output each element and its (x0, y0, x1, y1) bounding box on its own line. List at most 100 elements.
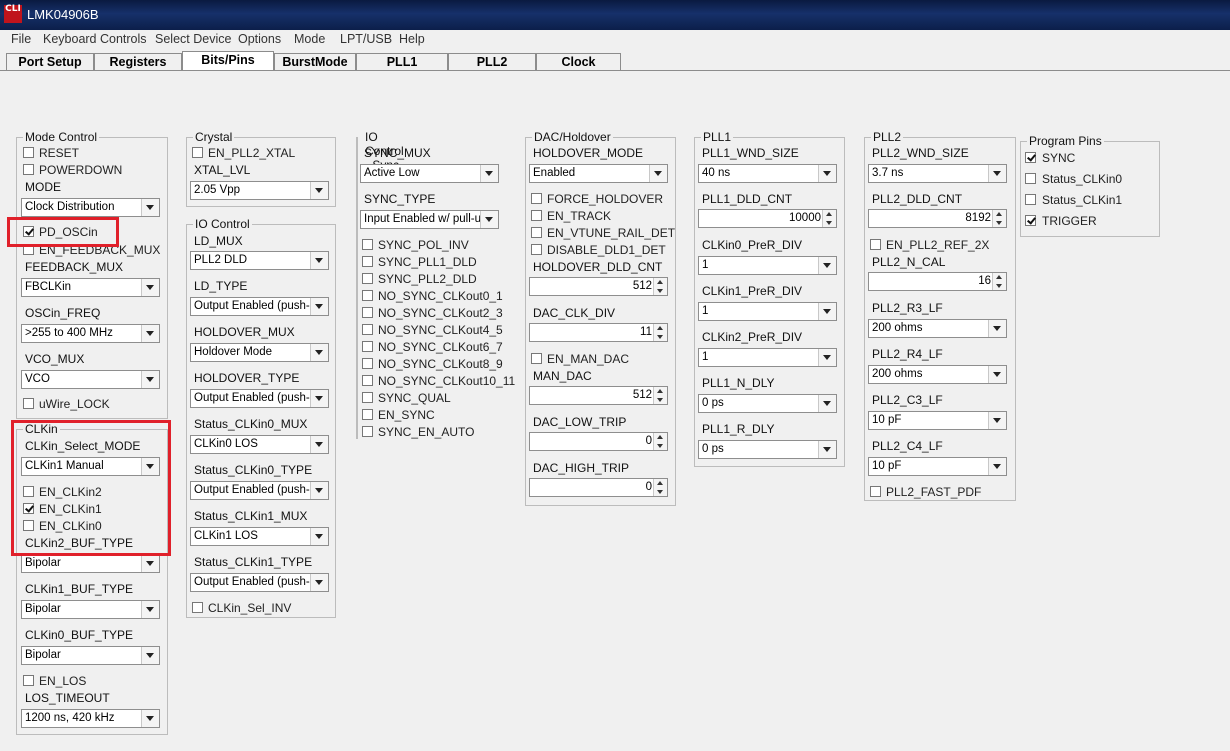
tab-clock-outputs[interactable]: Clock Outputs (536, 53, 621, 85)
clkin2-buf-type-select[interactable]: Bipolar (21, 554, 160, 573)
en-man-dac-checkbox[interactable] (531, 353, 542, 364)
spin-up-icon[interactable] (657, 481, 663, 485)
menu-help[interactable]: Help (399, 32, 425, 46)
chevron-down-icon[interactable] (141, 371, 159, 388)
chevron-down-icon[interactable] (141, 710, 159, 727)
clkin0-prer-div-select[interactable]: 1 (698, 256, 837, 275)
en-clkin0-checkbox[interactable] (23, 520, 34, 531)
chevron-down-icon[interactable] (310, 528, 328, 545)
spin-up-icon[interactable] (657, 326, 663, 330)
spin-down-icon[interactable] (826, 221, 832, 225)
menu-select-device[interactable]: Select Device (155, 32, 232, 46)
chevron-down-icon[interactable] (310, 252, 328, 269)
chevron-down-icon[interactable] (310, 482, 328, 499)
ld-type-select[interactable]: Output Enabled (push-pu (190, 297, 329, 316)
holdover-dld-cnt-spinner[interactable]: 512 (529, 277, 668, 296)
clkin1-buf-type-select[interactable]: Bipolar (21, 600, 160, 619)
clkin2-prer-div-select[interactable]: 1 (698, 348, 837, 367)
pll2-r3-lf-select[interactable]: 200 ohms (868, 319, 1007, 338)
no-sync-clkout4-5-checkbox[interactable] (362, 324, 373, 335)
feedback-mux-select[interactable]: FBCLKin (21, 278, 160, 297)
en-vtune-rail-det-checkbox[interactable] (531, 227, 542, 238)
holdover-mode-select[interactable]: Enabled (529, 164, 668, 183)
en-clkin2-checkbox[interactable] (23, 486, 34, 497)
chevron-down-icon[interactable] (141, 279, 159, 296)
spin-up-icon[interactable] (657, 389, 663, 393)
clkin-select-mode-select[interactable]: CLKin1 Manual (21, 457, 160, 476)
pll2-r4-lf-select[interactable]: 200 ohms (868, 365, 1007, 384)
spin-down-icon[interactable] (657, 289, 663, 293)
status-clkin1-pin-checkbox[interactable] (1025, 194, 1036, 205)
tab-port-setup[interactable]: Port Setup (6, 53, 94, 70)
chevron-down-icon[interactable] (818, 257, 836, 274)
en-track-checkbox[interactable] (531, 210, 542, 221)
chevron-down-icon[interactable] (310, 436, 328, 453)
pll2-n-cal-spinner[interactable]: 16 (868, 272, 1007, 291)
spin-up-icon[interactable] (657, 280, 663, 284)
pd-oscin-checkbox[interactable] (23, 226, 34, 237)
status-clkin1-type-select[interactable]: Output Enabled (push-pu (190, 573, 329, 592)
en-pll2-xtal-checkbox[interactable] (192, 147, 203, 158)
status-clkin0-mux-select[interactable]: CLKin0 LOS (190, 435, 329, 454)
chevron-down-icon[interactable] (988, 412, 1006, 429)
spinner-buttons[interactable] (822, 210, 836, 227)
menu-lpt-usb[interactable]: LPT/USB (340, 32, 393, 46)
los-timeout-select[interactable]: 1200 ns, 420 kHz (21, 709, 160, 728)
chevron-down-icon[interactable] (480, 211, 498, 228)
chevron-down-icon[interactable] (818, 395, 836, 412)
chevron-down-icon[interactable] (310, 344, 328, 361)
clkin1-prer-div-select[interactable]: 1 (698, 302, 837, 321)
chevron-down-icon[interactable] (818, 303, 836, 320)
spin-up-icon[interactable] (826, 212, 832, 216)
pll2-c4-lf-select[interactable]: 10 pF (868, 457, 1007, 476)
clkin-sel-inv-checkbox[interactable] (192, 602, 203, 613)
menu-options[interactable]: Options (238, 32, 282, 46)
spin-down-icon[interactable] (996, 221, 1002, 225)
no-sync-clkout0-1-checkbox[interactable] (362, 290, 373, 301)
en-los-checkbox[interactable] (23, 675, 34, 686)
spin-down-icon[interactable] (657, 398, 663, 402)
en-sync-checkbox[interactable] (362, 409, 373, 420)
ld-mux-select[interactable]: PLL2 DLD (190, 251, 329, 270)
sync-pll1-dld-checkbox[interactable] (362, 256, 373, 267)
tab-registers[interactable]: Registers (94, 53, 182, 70)
en-clkin1-checkbox[interactable] (23, 503, 34, 514)
chevron-down-icon[interactable] (988, 165, 1006, 182)
chevron-down-icon[interactable] (141, 325, 159, 342)
status-clkin0-pin-checkbox[interactable] (1025, 173, 1036, 184)
disable-dld1-det-checkbox[interactable] (531, 244, 542, 255)
dac-clk-div-spinner[interactable]: 11 (529, 323, 668, 342)
spinner-buttons[interactable] (992, 273, 1006, 290)
chevron-down-icon[interactable] (649, 165, 667, 182)
chevron-down-icon[interactable] (818, 349, 836, 366)
tab-burstmode[interactable]: BurstMode (274, 53, 356, 70)
chevron-down-icon[interactable] (141, 647, 159, 664)
chevron-down-icon[interactable] (988, 366, 1006, 383)
spinner-buttons[interactable] (992, 210, 1006, 227)
sync-pol-inv-checkbox[interactable] (362, 239, 373, 250)
reset-checkbox[interactable] (23, 147, 34, 158)
spin-up-icon[interactable] (996, 212, 1002, 216)
oscin-freq-select[interactable]: >255 to 400 MHz (21, 324, 160, 343)
sync-pin-checkbox[interactable] (1025, 152, 1036, 163)
tab-pll2[interactable]: PLL2 (448, 53, 536, 70)
chevron-down-icon[interactable] (141, 601, 159, 618)
chevron-down-icon[interactable] (141, 458, 159, 475)
chevron-down-icon[interactable] (310, 390, 328, 407)
spinner-buttons[interactable] (653, 479, 667, 496)
spin-down-icon[interactable] (657, 335, 663, 339)
dac-low-trip-spinner[interactable]: 0 (529, 432, 668, 451)
vco-mux-select[interactable]: VCO (21, 370, 160, 389)
spinner-buttons[interactable] (653, 433, 667, 450)
spinner-buttons[interactable] (653, 324, 667, 341)
uwire-lock-checkbox[interactable] (23, 398, 34, 409)
spin-up-icon[interactable] (657, 435, 663, 439)
holdover-mux-select[interactable]: Holdover Mode (190, 343, 329, 362)
spin-up-icon[interactable] (996, 275, 1002, 279)
clkin0-buf-type-select[interactable]: Bipolar (21, 646, 160, 665)
xtal-lvl-select[interactable]: 2.05 Vpp (190, 181, 329, 200)
pll1-dld-cnt-spinner[interactable]: 10000 (698, 209, 837, 228)
chevron-down-icon[interactable] (310, 182, 328, 199)
no-sync-clkout8-9-checkbox[interactable] (362, 358, 373, 369)
chevron-down-icon[interactable] (988, 320, 1006, 337)
